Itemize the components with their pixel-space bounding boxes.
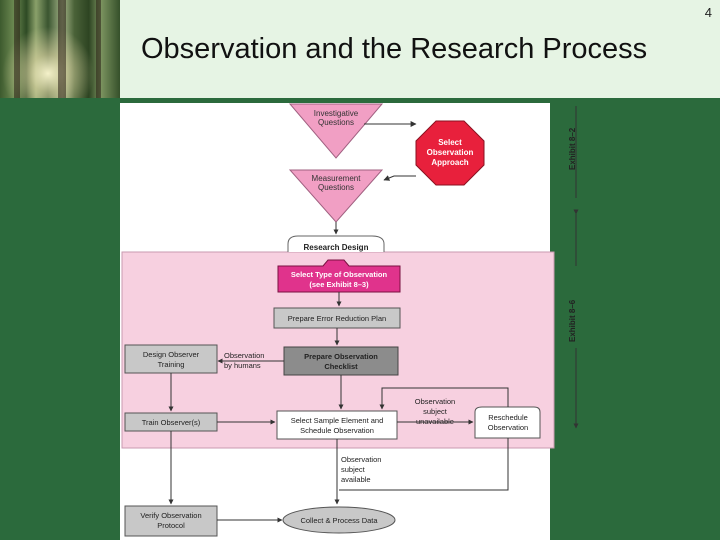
svg-text:Training: Training (158, 360, 185, 369)
exhibit-bracket: Exhibit 8–2 Exhibit 8–6 (568, 106, 579, 429)
svg-text:Observation: Observation (341, 455, 381, 464)
svg-text:Questions: Questions (318, 118, 354, 127)
collect-data-node: Collect & Process Data (282, 506, 396, 534)
svg-text:Questions: Questions (318, 183, 354, 192)
svg-text:Observation: Observation (224, 351, 264, 360)
svg-text:Prepare Error Reduction Plan: Prepare Error Reduction Plan (288, 314, 386, 323)
select-sample-node: Select Sample Element and Schedule Obser… (276, 410, 398, 440)
reschedule-node: Reschedule Observation (474, 406, 541, 439)
measurement-questions-node: Measurement Questions (288, 169, 384, 223)
select-observation-approach-node: Select Observation Approach (415, 120, 485, 186)
investigative-questions-node: Investigative Questions (288, 103, 384, 159)
svg-text:Protocol: Protocol (157, 521, 185, 530)
svg-text:Collect & Process Data: Collect & Process Data (300, 516, 378, 525)
error-reduction-node: Prepare Error Reduction Plan (273, 307, 401, 329)
svg-text:by humans: by humans (224, 361, 261, 370)
svg-text:Observation: Observation (427, 148, 474, 157)
svg-text:Exhibit 8–2: Exhibit 8–2 (568, 127, 577, 170)
svg-text:Approach: Approach (431, 158, 468, 167)
svg-text:Research Design: Research Design (304, 243, 369, 252)
slide-header: 4 Observation and the Research Process (0, 0, 720, 98)
select-type-node: Select Type of Observation (see Exhibit … (277, 259, 401, 293)
svg-text:Observation: Observation (415, 397, 455, 406)
svg-text:Investigative: Investigative (314, 109, 359, 118)
svg-text:Design Observer: Design Observer (143, 350, 200, 359)
arrow-from-octagon (383, 175, 416, 181)
observation-flowchart: Investigative Questions Select Observati… (121, 103, 579, 537)
svg-text:available: available (341, 475, 371, 484)
prepare-checklist-node: Prepare Observation Checklist (283, 346, 399, 376)
svg-text:Select Type of Observation: Select Type of Observation (291, 270, 388, 279)
design-training-node: Design Observer Training (124, 344, 218, 374)
svg-text:Schedule Observation: Schedule Observation (300, 426, 374, 435)
train-observers-node: Train Observer(s) (124, 412, 218, 432)
svg-text:Verify Observation: Verify Observation (140, 511, 201, 520)
svg-text:Checklist: Checklist (324, 362, 358, 371)
svg-text:subject: subject (341, 465, 366, 474)
research-design-node: Research Design (287, 235, 385, 252)
svg-text:Select Sample Element and: Select Sample Element and (291, 416, 384, 425)
subject-available-label: Observation subject available (341, 455, 381, 484)
verify-protocol-node: Verify Observation Protocol (124, 505, 218, 537)
svg-text:Reschedule: Reschedule (488, 413, 528, 422)
slide-title: Observation and the Research Process (141, 33, 648, 65)
svg-text:Measurement: Measurement (312, 174, 362, 183)
observation-by-humans-label: Observation by humans (224, 351, 264, 370)
forest-photo (0, 0, 120, 98)
svg-text:(see Exhibit 8–3): (see Exhibit 8–3) (309, 280, 369, 289)
page-number: 4 (704, 5, 712, 20)
svg-text:Train Observer(s): Train Observer(s) (142, 418, 201, 427)
svg-text:Select: Select (438, 138, 462, 147)
svg-text:Prepare Observation: Prepare Observation (304, 352, 378, 361)
svg-text:Observation: Observation (488, 423, 528, 432)
svg-text:Exhibit 8–6: Exhibit 8–6 (568, 299, 577, 342)
svg-text:subject: subject (423, 407, 448, 416)
